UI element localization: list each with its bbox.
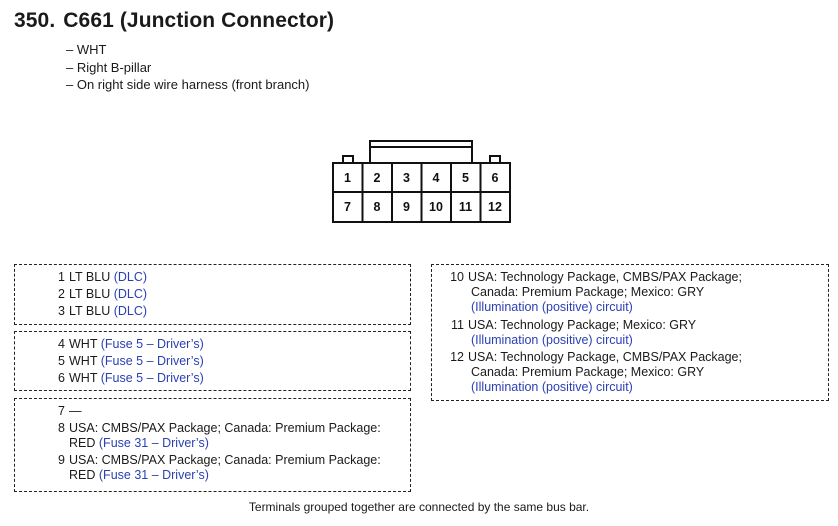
terminal-row: 2 LT BLU (DLC) xyxy=(51,287,147,303)
terminal-12: 12 xyxy=(488,200,502,214)
circuit-ref: (DLC) xyxy=(113,287,148,301)
wire-info: USA: Technology Package, CMBS/PAX Packag… xyxy=(468,270,742,284)
wire-info: WHT xyxy=(69,354,98,368)
terminal-4: 4 xyxy=(433,171,440,185)
circuit-ref: (Fuse 31 – Driver’s) xyxy=(98,468,209,482)
note-location: – Right B-pillar xyxy=(66,59,152,75)
note-color: – WHT xyxy=(66,42,107,57)
terminal-group-1: 1 LT BLU (DLC) 2 LT BLU (DLC) 3 LT BLU (DLC… xyxy=(14,264,411,325)
terminal-row-continued: Canada: Premium Package; Mexico: GRY xyxy=(471,365,704,381)
terminal-row: 9 USA: CMBS/PAX Package; Canada: Premium … xyxy=(51,453,381,469)
circuit-ref: (Illumination (positive) circuit) xyxy=(471,300,633,314)
terminal-9: 9 xyxy=(403,200,410,214)
pin-number: 11 xyxy=(451,318,464,332)
circuit-ref: (Fuse 5 – Driver’s) xyxy=(100,354,204,368)
circuit-ref: (Fuse 31 – Driver’s) xyxy=(98,436,209,450)
connector-name: C661 (Junction Connector) xyxy=(63,9,335,32)
terminal-row: 12 USA: Technology Package, CMBS/PAX Pack… xyxy=(450,350,742,366)
pin-number: 6 xyxy=(58,371,65,385)
terminal-8: 8 xyxy=(374,200,381,214)
wire-info: Canada: Premium Package; Mexico: GRY xyxy=(471,285,705,299)
wire-color: RED xyxy=(69,436,96,450)
circuit-ref: (DLC) xyxy=(113,304,148,318)
wire-info: USA: Technology Package, CMBS/PAX Packag… xyxy=(468,350,742,364)
terminal-row-continued: Canada: Premium Package; Mexico: GRY xyxy=(471,285,704,301)
circuit-ref: (Illumination (positive) circuit) xyxy=(471,380,633,394)
section-number: 350. xyxy=(14,9,56,32)
pin-number: 1 xyxy=(58,270,65,284)
pin-number: 10 xyxy=(450,270,464,284)
wire-info: — xyxy=(69,404,82,418)
wire-info: LT BLU xyxy=(69,270,111,284)
connector-face-diagram: 1 2 3 4 5 6 7 8 9 10 11 12 xyxy=(330,138,515,231)
terminal-row-continued: RED (Fuse 31 – Driver’s) xyxy=(69,468,209,484)
circuit-ref: (Illumination (positive) circuit) xyxy=(471,333,633,347)
wire-color: RED xyxy=(69,468,96,482)
wire-info: USA: CMBS/PAX Package; Canada: Premium P… xyxy=(69,421,381,435)
terminal-row: 7— xyxy=(51,404,82,420)
bus-bar-footnote: Terminals grouped together are connected… xyxy=(248,500,590,514)
terminal-5: 5 xyxy=(462,171,469,185)
terminal-row: 1 LT BLU (DLC) xyxy=(51,270,147,286)
circuit-ref: (Fuse 5 – Driver’s) xyxy=(100,371,204,385)
terminal-row: 10 USA: Technology Package, CMBS/PAX Pack… xyxy=(450,270,742,286)
pin-number: 2 xyxy=(58,287,65,301)
pin-number: 9 xyxy=(58,453,65,467)
wire-info: USA: CMBS/PAX Package; Canada: Premium P… xyxy=(69,453,381,467)
terminal-2: 2 xyxy=(374,171,381,185)
pin-number: 12 xyxy=(450,350,464,364)
connector-outline: 1 2 3 4 5 6 7 8 9 10 11 12 xyxy=(332,140,511,223)
terminal-row: 4 WHT (Fuse 5 – Driver’s) xyxy=(51,337,204,353)
page-title: 350. C661 (Junction Connector) xyxy=(14,9,334,33)
terminal-row-continued: RED (Fuse 31 – Driver’s) xyxy=(69,436,209,452)
wire-info: LT BLU xyxy=(69,304,111,318)
pin-number: 7 xyxy=(58,404,65,418)
pin-number: 5 xyxy=(58,354,65,368)
pin-number: 3 xyxy=(58,304,65,318)
terminal-1: 1 xyxy=(344,171,351,185)
terminal-row: 3 LT BLU (DLC) xyxy=(51,304,147,320)
terminal-3: 3 xyxy=(403,171,410,185)
circuit-ref: (DLC) xyxy=(113,270,148,284)
terminal-row: 8 USA: CMBS/PAX Package; Canada: Premium … xyxy=(51,421,381,437)
terminal-row: 5 WHT (Fuse 5 – Driver’s) xyxy=(51,354,204,370)
circuit-ref: (Fuse 5 – Driver’s) xyxy=(100,337,204,351)
note-harness: – On right side wire harness (front bran… xyxy=(66,77,310,92)
terminal-10: 10 xyxy=(429,200,443,214)
wire-info: LT BLU xyxy=(69,287,111,301)
terminal-row: 11 USA: Technology Package; Mexico: GRY xyxy=(450,318,696,334)
terminal-6: 6 xyxy=(492,171,499,185)
connector-notes: – WHT – Right B-pillar – On right side w… xyxy=(66,41,310,94)
terminal-row: 6 WHT (Fuse 5 – Driver’s) xyxy=(51,371,204,387)
wire-info: WHT xyxy=(69,371,98,385)
wire-info: USA: Technology Package; Mexico: GRY xyxy=(468,318,697,332)
terminal-7: 7 xyxy=(344,200,351,214)
pin-number: 4 xyxy=(58,337,65,351)
wire-info: WHT xyxy=(69,337,98,351)
wire-info: Canada: Premium Package; Mexico: GRY xyxy=(471,365,705,379)
terminal-11: 11 xyxy=(459,200,472,214)
pin-number: 8 xyxy=(58,421,65,435)
